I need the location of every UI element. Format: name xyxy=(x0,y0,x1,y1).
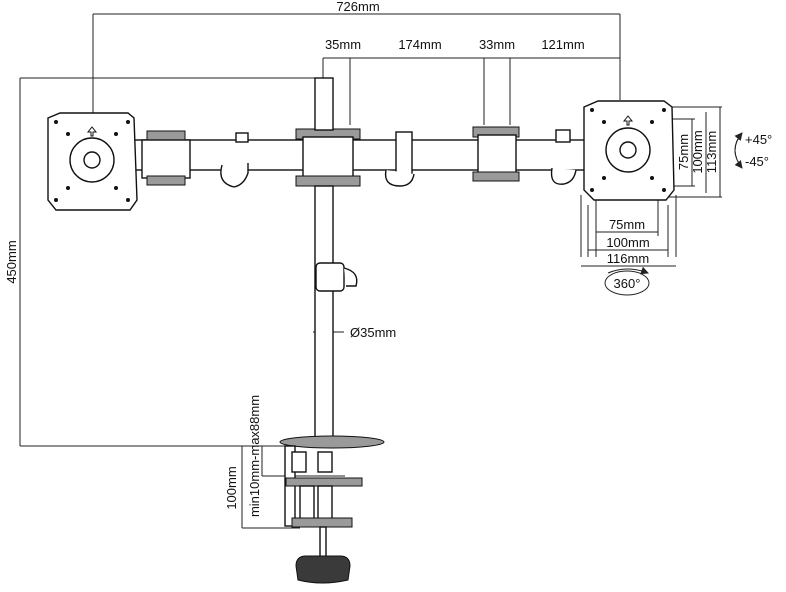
arm-assembly xyxy=(119,126,599,188)
right-screw-hole xyxy=(650,176,654,180)
offset-33-label: 33mm xyxy=(479,37,515,52)
right-cable-clip-1 xyxy=(384,169,415,187)
right-vesa-plate xyxy=(583,100,675,201)
total-height-dimension: 450mm xyxy=(4,77,320,447)
top-segment-dimensions: 35mm 174mm 33mm 121mm xyxy=(322,37,620,125)
pole-cable-clip-hook xyxy=(343,267,358,287)
clamp-bracket-left xyxy=(291,451,307,473)
left-arm-cap xyxy=(235,132,249,143)
offset-35-label: 35mm xyxy=(325,37,361,52)
vesa-height-75-label: 75mm xyxy=(676,134,691,170)
right-arm-cap xyxy=(555,129,571,143)
left-vesa-plate xyxy=(47,112,138,211)
center-joint xyxy=(302,136,354,180)
right-screw-hole xyxy=(590,108,594,112)
left-plate-center xyxy=(83,151,101,169)
left-joint xyxy=(141,139,191,179)
left-screw-hole xyxy=(54,198,58,202)
plate-height-113-label: 113mm xyxy=(704,131,719,173)
clamp-jaw-bottom xyxy=(291,517,353,528)
pole-diameter-label: Ø35mm xyxy=(350,325,396,340)
vesa-width-100-label: 100mm xyxy=(606,235,649,250)
right-arm-tube xyxy=(347,139,599,171)
right-joint xyxy=(477,134,517,176)
clamp-dimensions: min10mm-max88mm 100mm xyxy=(224,395,345,529)
left-joint-bottom xyxy=(146,175,186,186)
clamp-knob xyxy=(295,555,351,584)
clamp-jaw-top xyxy=(285,477,363,487)
pole-cable-clip xyxy=(315,262,345,292)
right-joint-bottom xyxy=(472,171,520,182)
left-screw-hole xyxy=(126,120,130,124)
pole-top xyxy=(314,77,334,131)
center-joint-bottom xyxy=(295,175,361,187)
segment-121-label: 121mm xyxy=(541,37,584,52)
tilt-up-label: +45° xyxy=(745,132,772,147)
rotation-indicator: 360° xyxy=(604,266,650,296)
right-screw-hole xyxy=(662,188,666,192)
left-screw-hole xyxy=(114,132,118,136)
clamp-depth-label: 100mm xyxy=(224,466,239,509)
right-cable-clip-2 xyxy=(550,167,577,185)
vesa-height-100-label: 100mm xyxy=(690,130,705,173)
left-screw-hole xyxy=(66,132,70,136)
left-up-arrow-icon xyxy=(86,126,98,137)
left-screw-hole xyxy=(66,186,70,190)
vesa-width-dimensions: 75mm 100mm 116mm xyxy=(580,195,677,267)
right-plate-center xyxy=(619,141,637,159)
right-screw-hole xyxy=(602,120,606,124)
overall-width-label: 726mm xyxy=(336,0,379,14)
right-screw-hole xyxy=(650,120,654,124)
right-up-arrow-icon xyxy=(622,115,634,126)
left-cable-clip xyxy=(220,163,249,188)
vesa-width-75-label: 75mm xyxy=(609,217,645,232)
vesa-height-dimensions: 75mm 100mm 113mm xyxy=(663,106,722,198)
right-screw-hole xyxy=(602,176,606,180)
segment-174-label: 174mm xyxy=(398,37,441,52)
left-screw-hole xyxy=(54,120,58,124)
left-screw-hole xyxy=(126,198,130,202)
plate-width-116-label: 116mm xyxy=(607,251,649,266)
left-screw-hole xyxy=(114,186,118,190)
tilt-indicator: +45° -45° xyxy=(734,132,772,169)
overall-width-dimension: 726mm xyxy=(92,0,621,115)
rotation-label: 360° xyxy=(614,276,641,291)
right-screw-hole xyxy=(590,188,594,192)
pole xyxy=(314,77,358,445)
desk-clamp xyxy=(279,435,385,584)
clamp-bracket-right xyxy=(317,451,333,473)
total-height-label: 450mm xyxy=(4,240,19,283)
tilt-down-label: -45° xyxy=(745,154,769,169)
pole-shaft xyxy=(314,185,334,445)
right-screw-hole xyxy=(662,108,666,112)
clamp-range-label: min10mm-max88mm xyxy=(247,395,262,517)
clamp-base-plate xyxy=(279,435,385,449)
